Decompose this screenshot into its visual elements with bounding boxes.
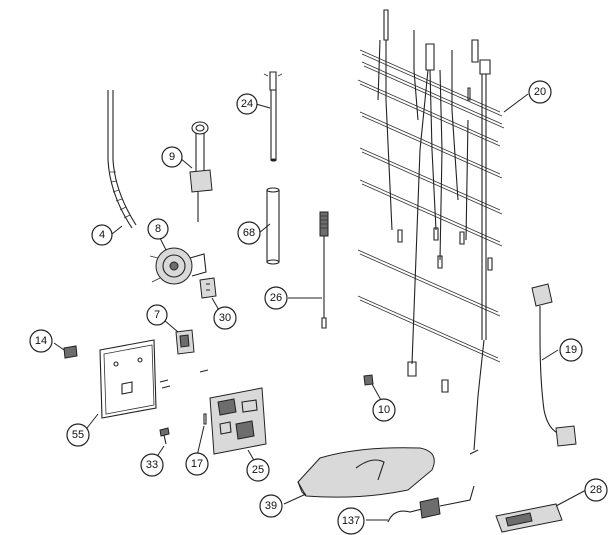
callout-8: 8 [147, 218, 169, 240]
callout-7-label: 7 [154, 309, 160, 321]
callout-26-label: 26 [270, 292, 282, 304]
callout-28: 28 [584, 478, 608, 502]
callout-19-label: 19 [565, 344, 577, 356]
callout-33: 33 [140, 453, 164, 477]
part-20-wiring-harness [357, 9, 505, 455]
callout-137-label: 137 [342, 515, 360, 527]
callout-30-label: 30 [219, 312, 231, 324]
part-9-coil-assembly [189, 121, 213, 222]
callout-9-label: 9 [169, 151, 175, 163]
part-7-switch [175, 329, 195, 355]
callout-4: 4 [91, 224, 113, 246]
part-17-pin [203, 413, 207, 425]
callout-25-label: 25 [252, 464, 264, 476]
callout-25: 25 [246, 458, 270, 482]
callout-24-label: 24 [241, 98, 253, 110]
callout-17-label: 17 [191, 458, 203, 470]
part-19-power-cord [531, 283, 577, 447]
part-10-connector [363, 374, 374, 386]
part-28-remote [495, 503, 563, 533]
callout-14-label: 14 [35, 335, 47, 347]
callout-17: 17 [185, 452, 209, 476]
callout-20-label: 20 [534, 86, 546, 98]
callout-39-label: 39 [265, 500, 277, 512]
callout-33-label: 33 [146, 459, 158, 471]
part-8-round-valve [149, 247, 207, 285]
callout-19: 19 [559, 338, 583, 362]
callout-4-label: 4 [99, 229, 105, 241]
callout-24: 24 [236, 93, 258, 115]
callout-14: 14 [29, 329, 53, 353]
part-4-curved-tube [107, 90, 137, 229]
leader-lines [53, 93, 587, 521]
callout-20: 20 [528, 80, 552, 104]
part-26-sensor [319, 211, 329, 329]
callout-7: 7 [146, 304, 168, 326]
callout-68-label: 68 [243, 227, 255, 239]
callout-8-label: 8 [155, 223, 161, 235]
part-30-block [199, 277, 217, 299]
callout-68: 68 [237, 221, 261, 245]
part-33-screw [159, 427, 170, 445]
part-14-clip [63, 345, 78, 359]
callout-55: 55 [66, 423, 90, 447]
part-68-cylinder [266, 187, 280, 265]
part-24-probe [263, 71, 283, 162]
callout-39: 39 [259, 494, 283, 518]
callout-28-label: 28 [590, 484, 602, 496]
part-137-cable [387, 485, 475, 523]
callout-30: 30 [213, 306, 237, 330]
callout-55-label: 55 [72, 429, 84, 441]
callout-137: 137 [337, 507, 365, 535]
callout-26: 26 [264, 286, 288, 310]
part-25-circuit-board [209, 387, 267, 455]
callout-10-label: 10 [378, 404, 390, 416]
part-55-bracket-plate [99, 339, 209, 419]
callout-9: 9 [161, 146, 183, 168]
callout-10: 10 [372, 398, 396, 422]
part-39-pad [297, 447, 435, 498]
